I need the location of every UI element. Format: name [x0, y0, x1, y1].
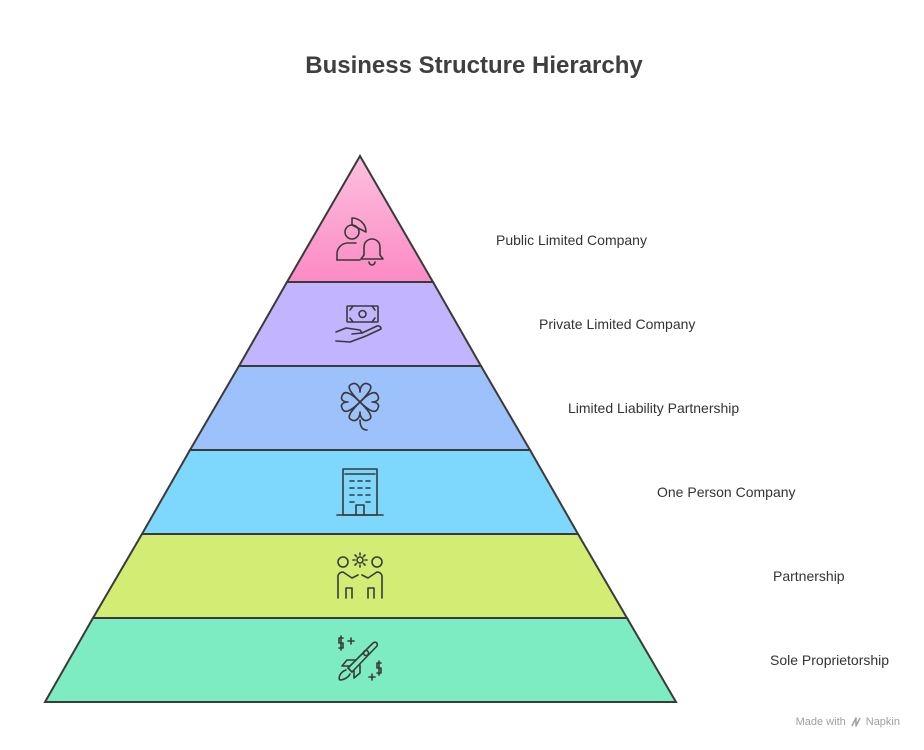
tier-1-band — [285, 154, 435, 283]
hand-money-icon — [335, 305, 382, 343]
made-with-footer: Made with Napkin — [796, 716, 900, 728]
tier-2-label: Private Limited Company — [539, 316, 696, 332]
tier-2-band — [237, 281, 483, 367]
rocket-money-icon — [338, 635, 382, 681]
office-building-icon — [336, 468, 384, 516]
tier-4-label: One Person Company — [657, 484, 796, 500]
tier-6-label: Sole Proprietorship — [770, 652, 890, 668]
page-title: Business Structure Hierarchy — [305, 52, 643, 79]
napkin-brand: Napkin — [865, 716, 900, 728]
tier-6-band — [43, 617, 678, 703]
tier-3-label: Limited Liability Partnership — [568, 400, 740, 416]
tier-1-label: Public Limited Company — [496, 232, 647, 248]
napkin-logo-icon — [851, 717, 861, 727]
two-people-gear-icon — [337, 552, 383, 599]
tier-4-band — [140, 449, 580, 535]
tier-3-band — [188, 365, 532, 451]
tier-5-band — [91, 533, 629, 619]
made-with-text: Made with — [795, 716, 846, 728]
tier-5-label: Partnership — [773, 568, 845, 584]
investor-user-bell-icon — [336, 217, 384, 266]
clover-icon — [340, 382, 380, 431]
